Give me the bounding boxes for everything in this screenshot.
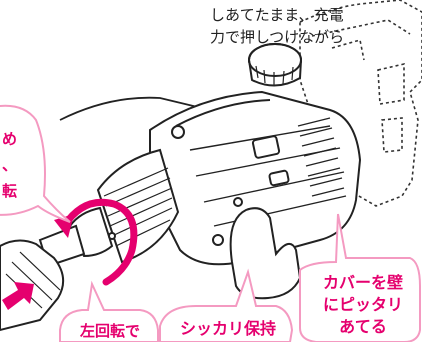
curved-arrow-icon — [60, 198, 138, 286]
callout-bubble-cover — [299, 213, 421, 342]
instruction-text: しあてたまま、充電 力で押しつけながら — [210, 4, 344, 48]
callout-bubble-rotate — [59, 280, 159, 342]
callout-bubble-hold — [159, 268, 294, 342]
callout-left-line-3: 転 — [2, 182, 18, 200]
callout-cover-line-3: あてる — [339, 317, 387, 336]
instruction-line-1: しあてたまま、充電 — [210, 6, 344, 24]
arm-outline — [59, 96, 211, 121]
callout-rotate-text: 左回転で — [79, 322, 140, 340]
callout-hold-text: シッカリ保持 — [179, 319, 276, 338]
callout-cover-text: カバーを壁 にピッタリ あてる — [308, 272, 418, 338]
callout-left-line-1: め — [2, 130, 18, 148]
callout-left-line-2: 、 — [2, 156, 18, 174]
callout-bubble-left — [0, 104, 71, 223]
knurled-ring — [96, 148, 180, 264]
device-body — [149, 43, 362, 266]
callout-left-text: め 、 転 — [2, 126, 17, 204]
callout-cover-line-1: カバーを壁 — [322, 273, 403, 292]
push-arrow-icon — [2, 282, 34, 310]
instruction-line-2: 力で押しつけながら — [210, 28, 345, 46]
callout-cover-line-2: にピッタリ — [322, 295, 403, 314]
